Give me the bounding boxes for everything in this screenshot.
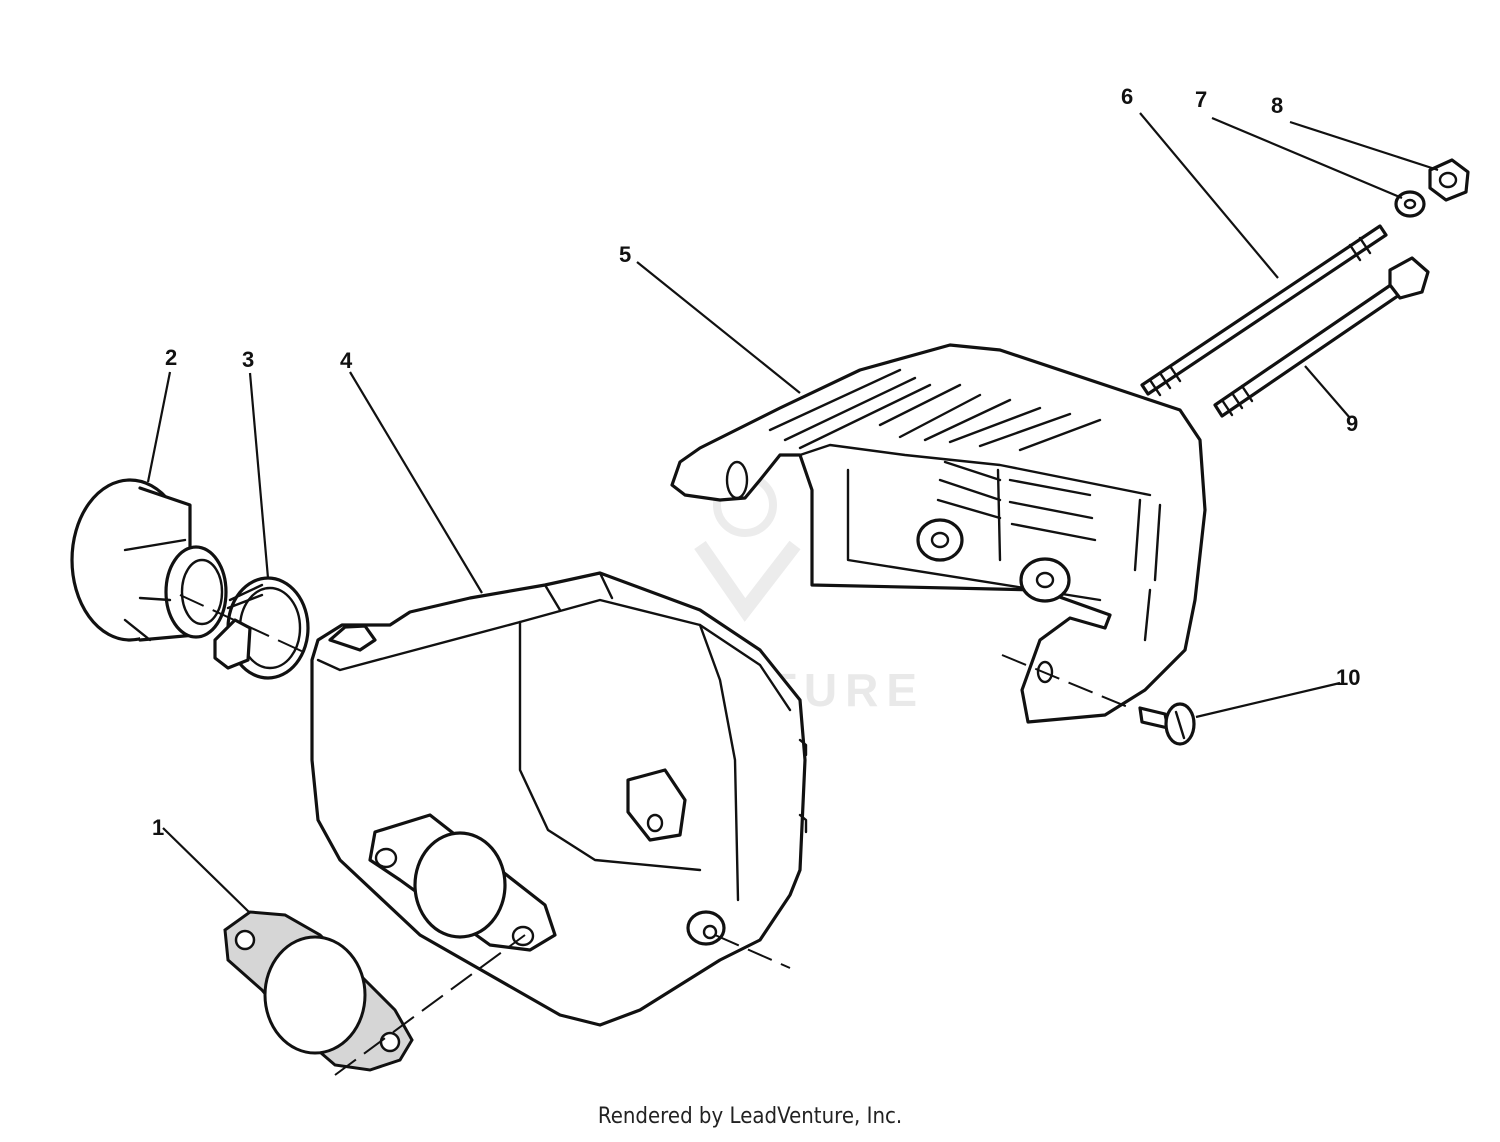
callout-4: 4: [340, 348, 353, 373]
callout-2: 2: [165, 345, 177, 370]
leader-lines: [146, 112, 1439, 914]
footer-credit: Rendered by LeadVenture, Inc.: [597, 1104, 903, 1129]
part-8-nut: [1428, 158, 1470, 202]
callout-10: 10: [1336, 665, 1360, 690]
assembly-lines: [179, 594, 1136, 1076]
part-10-screw: [1138, 702, 1196, 746]
callout-6: 6: [1121, 84, 1133, 109]
part-5-heat-shield: [670, 343, 1207, 724]
callout-8: 8: [1271, 93, 1283, 118]
part-6-stud: [1140, 224, 1388, 397]
part-2-deflector: [70, 478, 228, 642]
part-3-clamp: [213, 576, 310, 680]
callout-5: 5: [619, 242, 631, 267]
part-9-bolt: [1213, 256, 1430, 418]
part-4-muffler: [310, 571, 808, 1027]
callout-3: 3: [242, 347, 254, 372]
part-1-gasket: [223, 910, 414, 1072]
callouts: 1 2 3 4 5 6 7 8 9 10: [152, 84, 1360, 840]
callout-1: 1: [152, 815, 164, 840]
callout-9: 9: [1346, 411, 1358, 436]
part-7-washer: [1394, 190, 1426, 218]
callout-7: 7: [1195, 87, 1207, 112]
